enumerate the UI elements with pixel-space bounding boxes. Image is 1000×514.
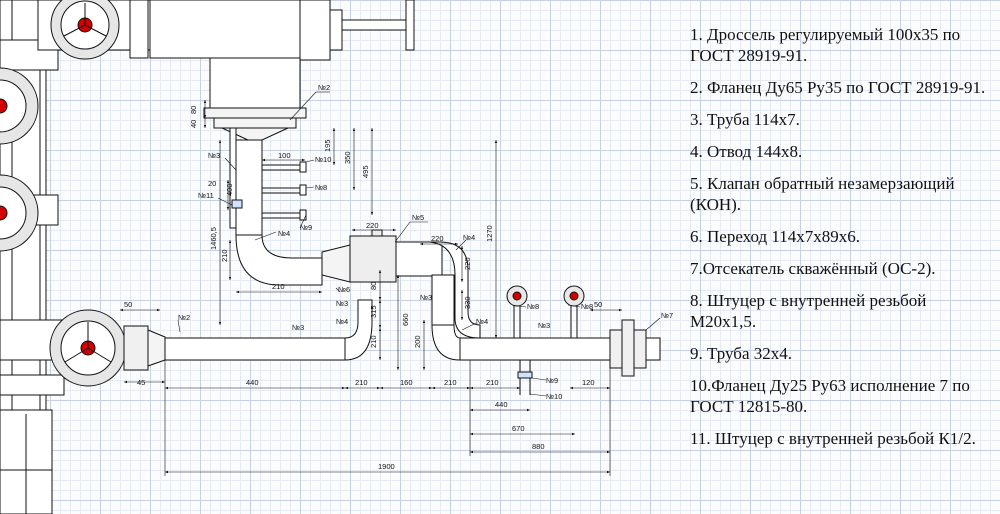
dim-1460: 1460,5 — [209, 227, 218, 250]
dim-210-b: 210 — [444, 378, 457, 387]
pressure-gauge-2 — [563, 285, 585, 338]
label-n10-bot: №10 — [546, 392, 562, 401]
parts-legend: 1. Дроссель регулируемый 100х35 по ГОСТ … — [688, 24, 996, 460]
dim-440: 440 — [246, 378, 259, 387]
dimension-lines — [120, 100, 622, 476]
legend-item-1: 1. Дроссель регулируемый 100х35 по ГОСТ … — [690, 25, 961, 65]
dim-330: 330 — [463, 296, 472, 309]
label-n4-c: №4 — [476, 317, 488, 326]
legend-item-6: 6. Переход 114х7х89х6. — [690, 227, 861, 246]
part-labels: №2 №3 №11 №4 №10 №8 №9 №5 №4 №6 №3 №4 №3… — [178, 83, 673, 401]
dim-495: 495 — [361, 165, 370, 178]
dim-440b: 440 — [495, 400, 508, 409]
label-n4-riser: №4 — [278, 229, 290, 238]
check-valve-assembly — [321, 229, 481, 339]
label-n2-top: №2 — [318, 83, 330, 92]
label-n4-a: №4 — [463, 233, 475, 242]
dim-350: 350 — [343, 151, 352, 164]
dim-50-right: 50 — [594, 300, 602, 309]
dim-210-a: 210 — [355, 378, 368, 387]
dim-315: 315 — [369, 305, 378, 318]
dim-20: 20 — [208, 179, 216, 188]
dimension-values: 80 40 20 100 195 350 495 400 1460,5 210 … — [124, 106, 602, 471]
dim-210-v2: 210 — [369, 335, 378, 348]
label-n2-left: №2 — [178, 313, 190, 322]
label-n9-bot: №9 — [546, 376, 558, 385]
handwheel-bottom — [49, 309, 127, 387]
pressure-gauge-1 — [506, 285, 528, 338]
dim-670: 670 — [512, 424, 525, 433]
label-n3-d: №3 — [538, 321, 550, 330]
label-n8-a: №8 — [527, 302, 539, 311]
dim-220-h: 220 — [431, 234, 444, 243]
label-n3-b: №3 — [336, 299, 348, 308]
label-n3-left: №3 — [208, 151, 220, 160]
legend-item-10: 10.Фланец Ду25 Ру63 исполнение 7 по ГОСТ… — [690, 376, 970, 416]
legend-item-3: 3. Труба 114х7. — [690, 110, 800, 129]
dim-50-left: 50 — [124, 300, 132, 309]
handwheel-left-2 — [0, 174, 39, 252]
leader-lines — [177, 91, 661, 397]
label-n6: №6 — [338, 285, 350, 294]
dim-120: 120 — [582, 378, 595, 387]
dim-1900: 1900 — [378, 462, 395, 471]
label-n5: №5 — [412, 213, 424, 222]
label-n3-c: №3 — [420, 293, 432, 302]
dim-210-h1: 210 — [272, 282, 285, 291]
top-branch — [203, 57, 323, 286]
dim-220-v: 220 — [463, 257, 472, 270]
dim-80: 80 — [189, 106, 198, 114]
dim-40: 40 — [189, 120, 198, 128]
legend-item-9: 9. Труба 32х4. — [690, 344, 792, 363]
dim-880: 880 — [532, 442, 545, 451]
dim-100: 100 — [278, 151, 291, 160]
label-n3-main: №3 — [292, 323, 304, 332]
legend-item-5: 5. Клапан обратный незамерзающий (КОН). — [690, 174, 955, 214]
dim-210-c: 210 — [486, 378, 499, 387]
legend-item-2: 2. Фланец Ду65 Ру35 по ГОСТ 28919-91. — [690, 78, 986, 97]
dim-195: 195 — [323, 139, 332, 152]
dim-45: 45 — [137, 378, 145, 387]
dim-660: 660 — [401, 313, 410, 326]
dim-1270: 1270 — [485, 225, 494, 242]
label-n8-top: №8 — [315, 183, 327, 192]
dim-80b: 80 — [369, 282, 378, 290]
dim-220-valve: 220 — [366, 221, 379, 230]
handwheel-left-1 — [0, 67, 39, 145]
dim-210-v: 210 — [220, 249, 229, 262]
label-n8-b: №8 — [581, 302, 593, 311]
label-n9-top: №9 — [300, 223, 312, 232]
legend-item-4: 4. Отвод 144х8. — [690, 142, 803, 161]
dim-400: 400 — [225, 183, 234, 196]
dim-160: 160 — [400, 378, 413, 387]
legend-item-8: 8. Штуцер с внутренней резьбой М20х1,5. — [690, 291, 927, 331]
legend-item-11: 11. Штуцер с внутренней резьбой К1/2. — [690, 429, 976, 448]
dim-200: 200 — [413, 335, 422, 348]
label-n11: №11 — [198, 191, 214, 200]
handwheel-top — [50, 0, 120, 60]
legend-item-7: 7.Отсекатель скважённый (ОС-2). — [690, 259, 936, 278]
main-pipeline — [123, 274, 661, 395]
label-n10-top: №10 — [315, 155, 331, 164]
label-n4-b: №4 — [336, 317, 348, 326]
label-n7: №7 — [661, 311, 673, 320]
